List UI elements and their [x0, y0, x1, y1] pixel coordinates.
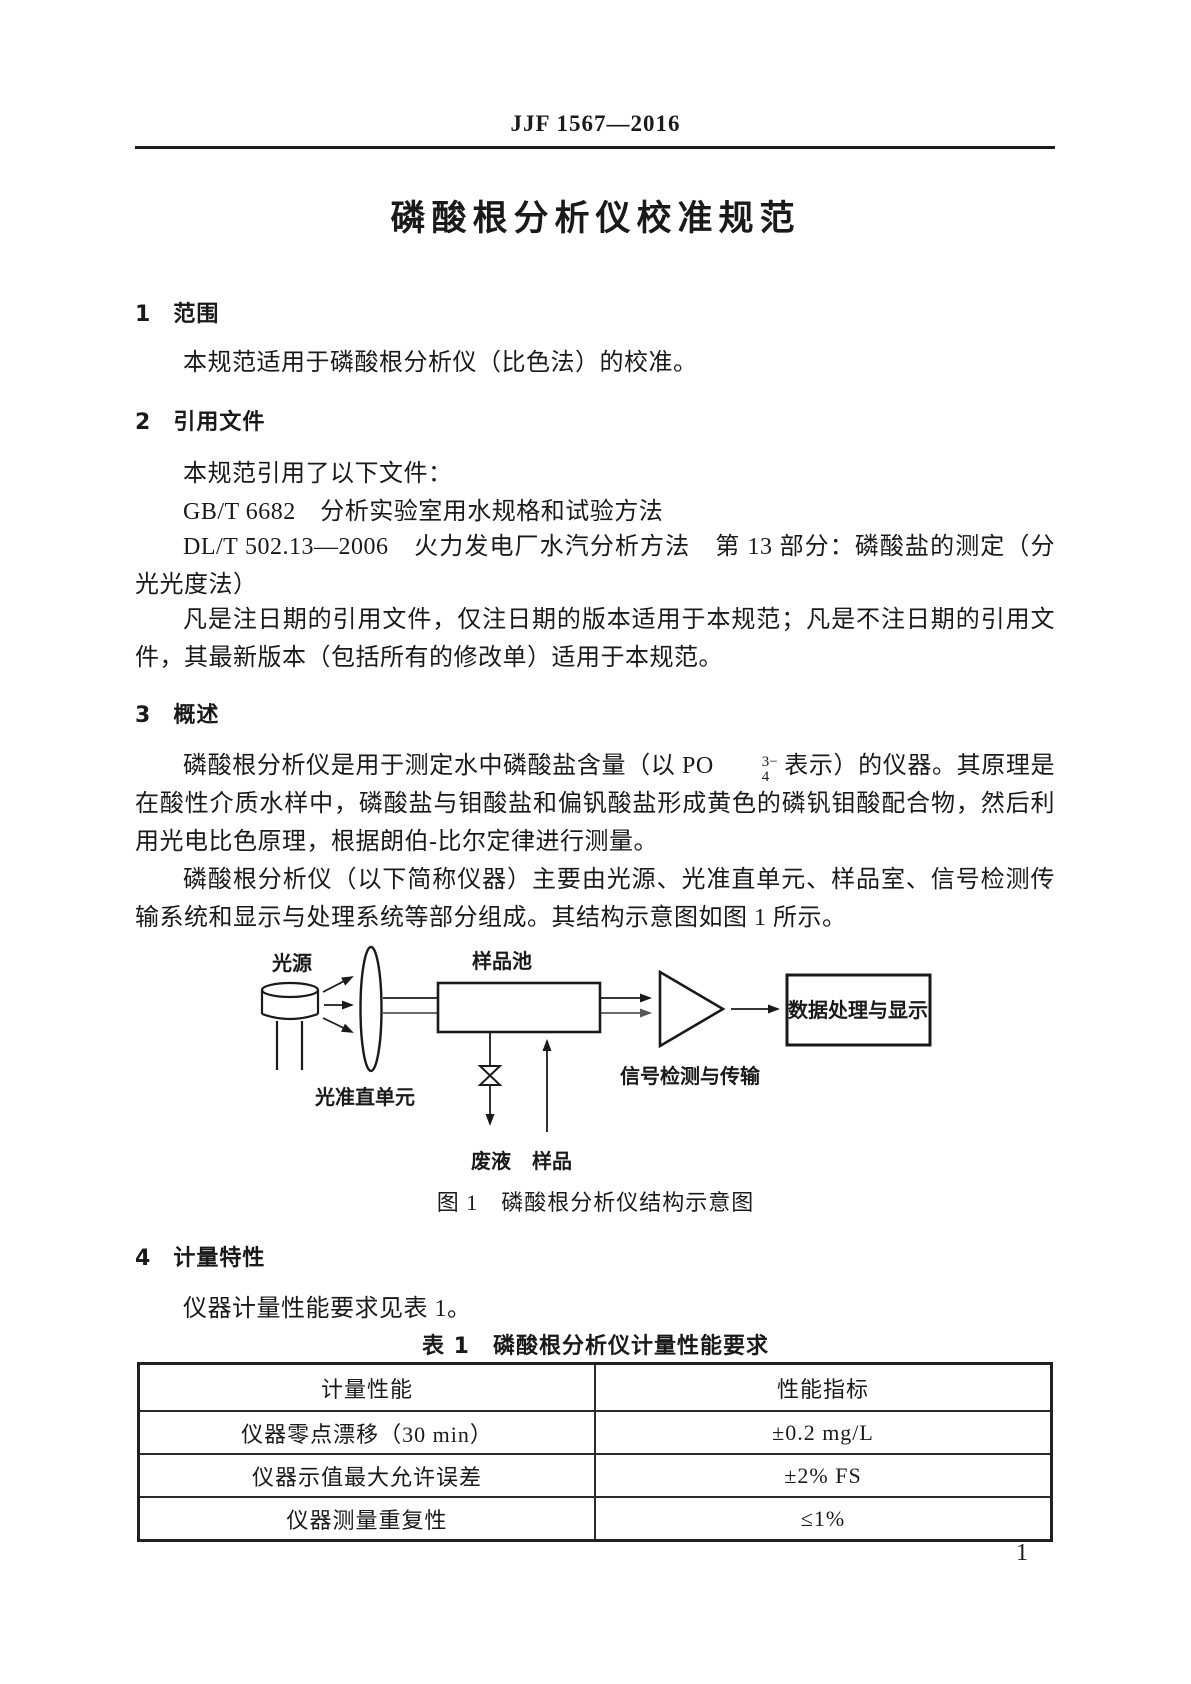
- table-1-title: 表 1 磷酸根分析仪计量性能要求: [422, 1334, 769, 1359]
- waste-label: 废液: [471, 1149, 512, 1173]
- section-4-paragraph: 仪器计量性能要求见表 1。: [183, 1296, 472, 1322]
- figure-1-schematic: 光源 光准直单元 样品池 废液 样品 信号检测与传输 数据处理与显示: [260, 945, 932, 1173]
- light-ray-arrows: [322, 976, 354, 1033]
- paragraph-text: 表示）的仪器。其原理是在酸性介质水样中，磷酸盐与钼酸盐和偏钒酸盐形成黄色的磷钒钼…: [135, 753, 1055, 855]
- table-row: 仪器零点漂移（30 min） ±0.2 mg/L: [137, 1410, 1053, 1455]
- collimator-lens-shape: [359, 945, 383, 1073]
- paragraph-text: 磷酸根分析仪是用于测定水中磷酸盐含量（以 PO: [183, 753, 714, 779]
- table-row: 仪器测量重复性 ≤1%: [137, 1496, 1053, 1542]
- table-header-row: 计量性能 性能指标: [137, 1362, 1053, 1412]
- section-2-number: 2: [135, 410, 152, 435]
- table-cell-value: ±0.2 mg/L: [594, 1410, 1053, 1455]
- section-4-heading: 4 计量特性: [135, 1240, 265, 1272]
- section-1-heading: 1 范围: [135, 296, 219, 328]
- section-2-title: 引用文件: [173, 410, 266, 435]
- section-3-title: 概述: [173, 703, 220, 728]
- section-3-paragraph-2: 磷酸根分析仪（以下简称仪器）主要由光源、光准直单元、样品室、信号检测传输系统和显…: [135, 867, 1055, 931]
- reference-gbt6682: GB/T 6682 分析实验室用水规格和试验方法: [183, 499, 664, 525]
- page-number: 1: [1016, 1540, 1028, 1566]
- table-cell-value: ≤1%: [594, 1496, 1053, 1542]
- data-processing-label: 数据处理与显示: [788, 998, 928, 1022]
- data-processing-box: [785, 973, 932, 1047]
- section-2-intro: 本规范引用了以下文件：: [183, 461, 453, 487]
- section-4-title: 计量特性: [173, 1246, 266, 1271]
- light-source-label: 光源: [271, 952, 312, 975]
- valve-icon: [477, 1065, 503, 1086]
- table-cell-metric: 仪器示值最大允许误差: [137, 1453, 596, 1498]
- sample-cell-shape: [436, 981, 602, 1034]
- sample-label: 样品: [532, 1149, 572, 1173]
- signal-detect-label: 信号检测与传输: [620, 1064, 761, 1088]
- table-header-metric: 计量性能: [137, 1362, 596, 1412]
- figure-1-caption: 图 1 磷酸根分析仪结构示意图: [436, 1190, 755, 1215]
- po4-superscript: 3−: [761, 754, 778, 771]
- table-cell-value: ±2% FS: [594, 1453, 1053, 1498]
- table-1-performance: 计量性能 性能指标 仪器零点漂移（30 min） ±0.2 mg/L 仪器示值最…: [137, 1362, 1053, 1542]
- po4-subscript: 4: [761, 768, 770, 785]
- sample-cell-label: 样品池: [472, 949, 532, 973]
- section-3-number: 3: [135, 703, 152, 728]
- light-source-shape: [260, 981, 320, 1070]
- table-cell-metric: 仪器零点漂移（30 min）: [137, 1410, 596, 1455]
- table-cell-metric: 仪器测量重复性: [137, 1496, 596, 1542]
- section-2-note: 凡是注日期的引用文件，仅注日期的版本适用于本规范；凡是不注日期的引用文件，其最新…: [135, 607, 1055, 671]
- document-code-header: JJF 1567—2016: [510, 111, 681, 136]
- section-2-heading: 2 引用文件: [135, 404, 265, 436]
- document-title: 磷酸根分析仪校准规范: [390, 199, 801, 239]
- header-rule: [135, 146, 1055, 149]
- section-1-paragraph: 本规范适用于磷酸根分析仪（比色法）的校准。: [183, 350, 698, 376]
- table-header-spec: 性能指标: [594, 1362, 1053, 1412]
- section-3-heading: 3 概述: [135, 697, 219, 729]
- section-1-number: 1: [135, 302, 152, 327]
- collimator-label: 光准直单元: [314, 1085, 415, 1109]
- reference-dlt502: DL/T 502.13—2006 火力发电厂水汽分析方法 第 13 部分：磷酸盐…: [135, 534, 1055, 598]
- detector-amplifier-shape: [658, 969, 726, 1049]
- section-1-title: 范围: [173, 302, 220, 327]
- table-row: 仪器示值最大允许误差 ±2% FS: [137, 1453, 1053, 1498]
- section-4-number: 4: [135, 1246, 152, 1271]
- po4-ion-notation: 3−4: [714, 754, 778, 785]
